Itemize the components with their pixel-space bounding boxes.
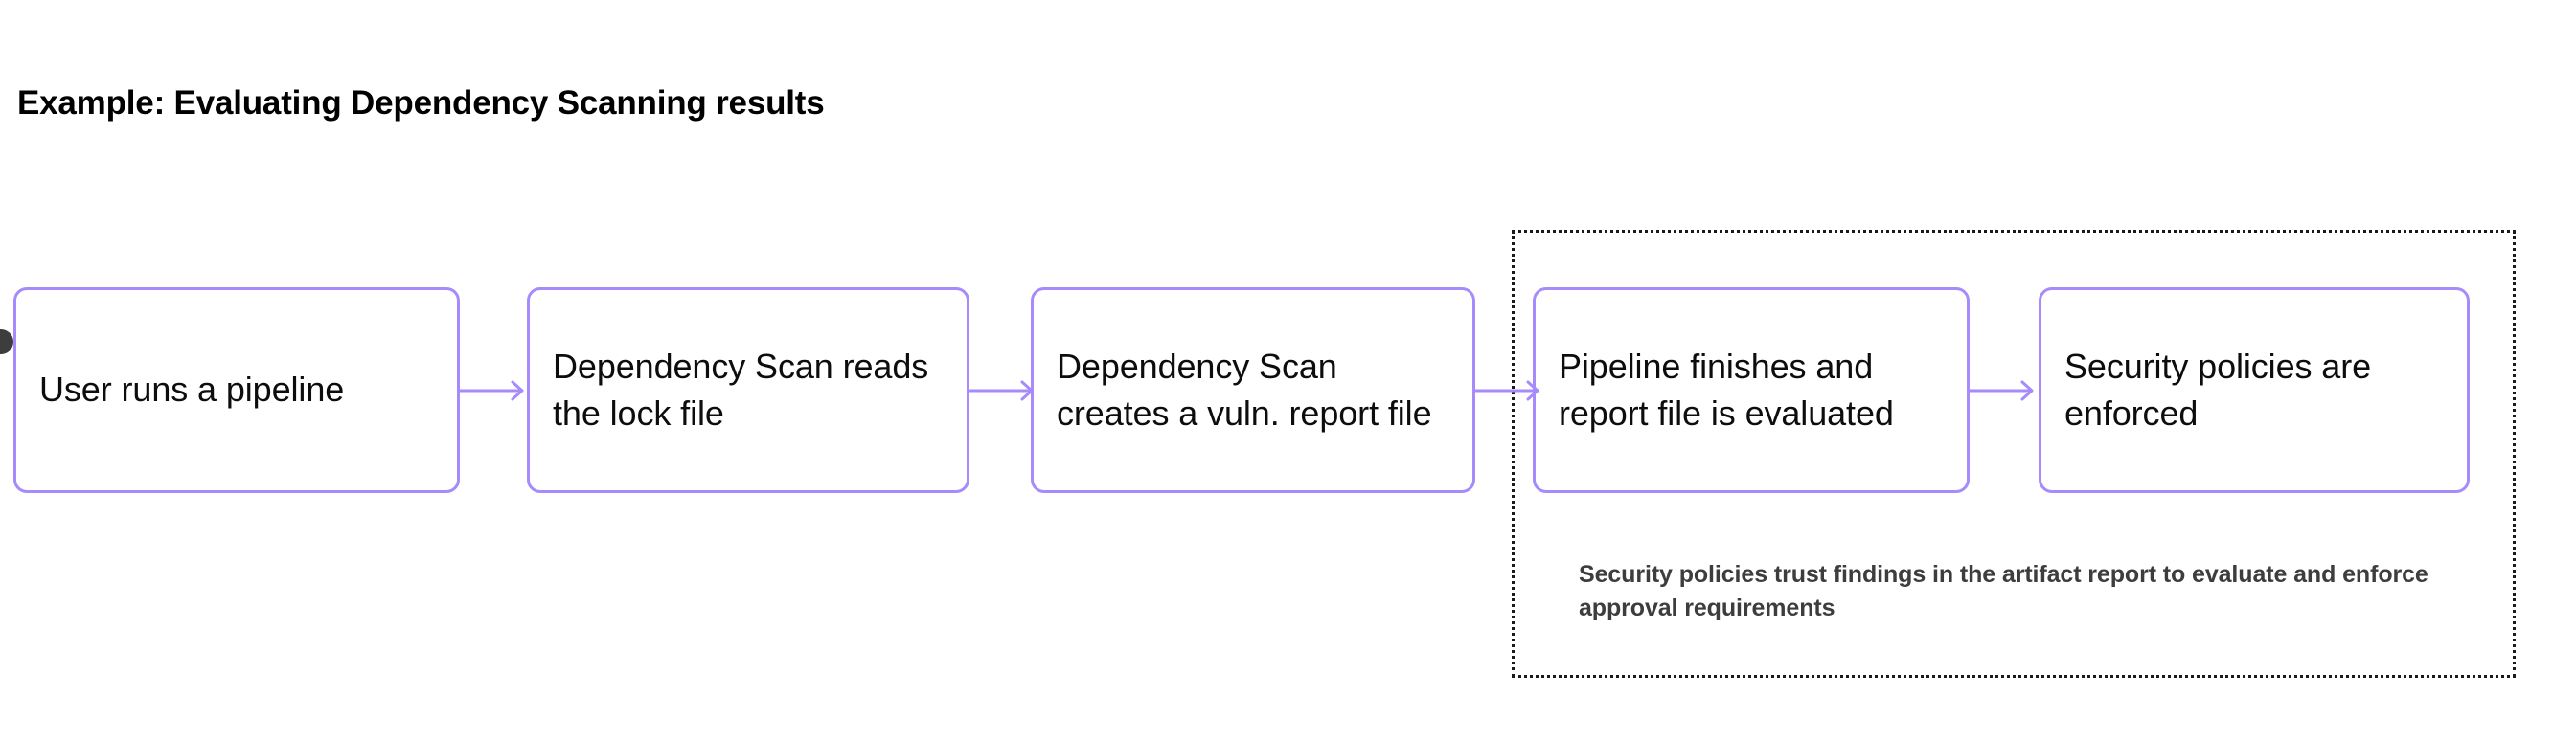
group-caption: Security policies trust findings in the … [1579, 561, 2428, 621]
arrow-right-icon [1475, 376, 1544, 405]
arrow-right-icon [460, 376, 529, 405]
flow-step-security-policies-enforced[interactable]: Security policies are enforced [2039, 287, 2470, 493]
flow-step-user-runs-pipeline[interactable]: User runs a pipeline [13, 287, 460, 493]
flow-step-dependency-scan-creates-report[interactable]: Dependency Scan creates a vuln. report f… [1031, 287, 1475, 493]
flow-step-label: Pipeline finishes and report file is eva… [1559, 346, 1894, 433]
arrow-right-icon [969, 376, 1038, 405]
flow-step-pipeline-finishes-report-evaluated[interactable]: Pipeline finishes and report file is eva… [1533, 287, 1970, 493]
arrow-right-icon [1970, 376, 2039, 405]
flow-step-label: Dependency Scan reads the lock file [553, 346, 929, 433]
flow-step-label: Dependency Scan creates a vuln. report f… [1057, 346, 1432, 433]
start-node-dot [0, 329, 13, 354]
flow-step-label: User runs a pipeline [39, 370, 345, 410]
page-title: Example: Evaluating Dependency Scanning … [17, 84, 825, 122]
flow-step-dependency-scan-reads-lock-file[interactable]: Dependency Scan reads the lock file [527, 287, 969, 493]
security-policy-group-container [1512, 230, 2516, 678]
flow-step-label: Security policies are enforced [2064, 346, 2372, 433]
